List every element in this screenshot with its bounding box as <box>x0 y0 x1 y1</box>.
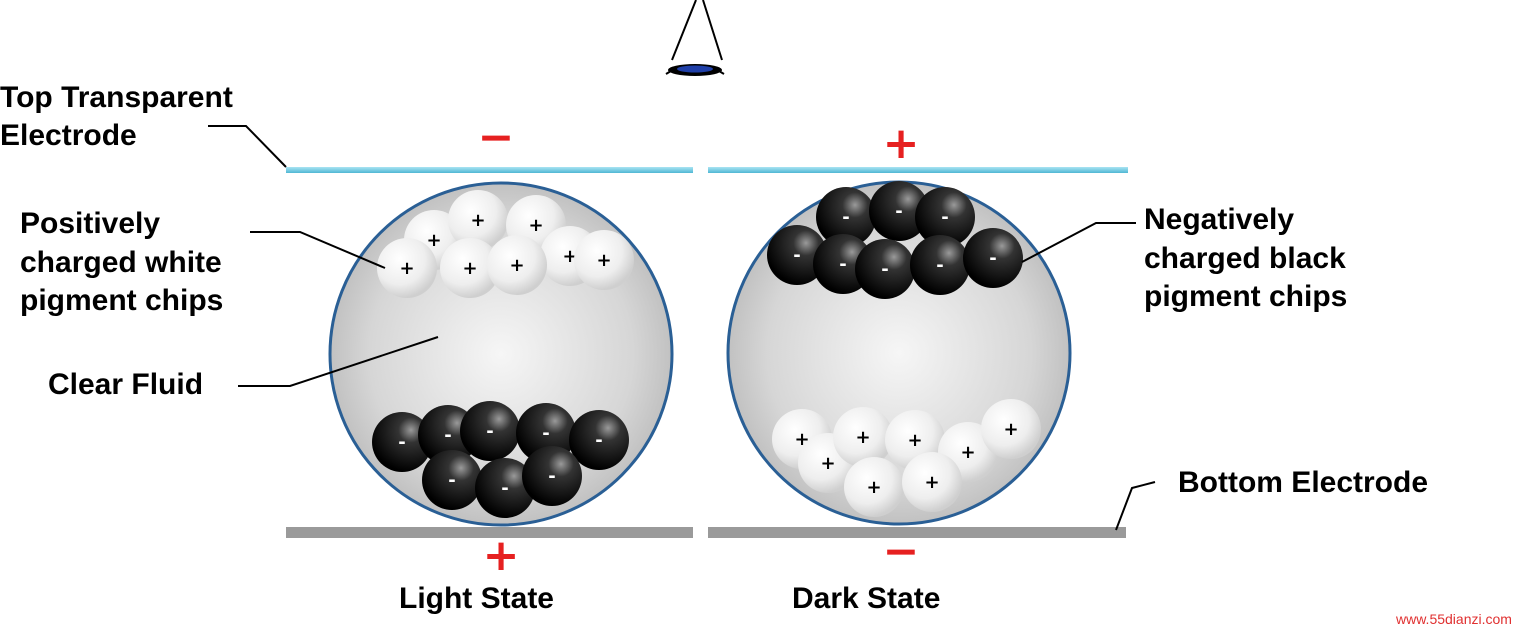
leader-fluid <box>238 336 439 387</box>
black-pigment-chip <box>767 225 827 285</box>
white-pigment-chip <box>377 238 437 298</box>
eye-icon <box>665 0 725 76</box>
label-top-electrode-1: Top Transparent <box>0 81 233 114</box>
label-top-electrode-2: Electrode <box>0 119 137 152</box>
negative-charge-sign: - <box>989 248 996 269</box>
black-pigment-chip <box>475 458 535 518</box>
leader-bottom-electrode <box>1115 481 1156 531</box>
positive-charge-sign: + <box>855 427 870 448</box>
positive-charge-sign: + <box>528 215 543 236</box>
label-white-chips-3: pigment chips <box>20 284 223 317</box>
leader-black-chips <box>1021 222 1136 263</box>
white-pigment-chip <box>448 190 508 250</box>
negative-charge-sign: - <box>542 423 549 444</box>
negative-charge-sign: - <box>398 432 405 453</box>
positive-charge-sign: + <box>562 246 577 267</box>
white-chip-group-light: ++++++++ <box>377 190 634 298</box>
black-pigment-chip <box>422 450 482 510</box>
label-light-state: Light State <box>399 582 554 615</box>
negative-charge-sign: - <box>839 254 846 275</box>
top-electrode-dark <box>708 167 1128 173</box>
negative-charge-sign: - <box>548 466 555 487</box>
black-chip-group-dark: - - - - - - - - <box>767 181 1023 299</box>
negative-charge-sign: - <box>895 201 902 222</box>
white-pigment-chip <box>902 452 962 512</box>
white-pigment-chip <box>487 235 547 295</box>
positive-charge-sign: + <box>820 453 835 474</box>
polarity-dark-bottom: − <box>883 526 920 577</box>
leader-white-chips <box>250 231 386 269</box>
black-pigment-chip <box>910 235 970 295</box>
black-chip-group-light: - - - - - - - - <box>372 401 629 518</box>
polarity-dark-top: + <box>883 118 920 169</box>
negative-charge-sign: - <box>444 425 451 446</box>
polarity-light-bottom: + <box>483 530 520 581</box>
black-pigment-chip <box>569 410 629 470</box>
positive-charge-sign: + <box>924 472 939 493</box>
label-bottom-electrode: Bottom Electrode <box>1178 466 1428 499</box>
label-black-chips-3: pigment chips <box>1144 280 1347 313</box>
black-pigment-chip <box>915 187 975 247</box>
negative-charge-sign: - <box>881 259 888 280</box>
positive-charge-sign: + <box>509 255 524 276</box>
watermark: www.55dianzi.com <box>1395 611 1512 627</box>
positive-charge-sign: + <box>866 477 881 498</box>
negative-charge-sign: - <box>595 430 602 451</box>
black-pigment-chip <box>522 446 582 506</box>
negative-charge-sign: - <box>448 470 455 491</box>
positive-charge-sign: + <box>399 258 414 279</box>
label-white-chips-2: charged white <box>20 246 222 279</box>
black-pigment-chip <box>460 401 520 461</box>
negative-charge-sign: - <box>486 421 493 442</box>
white-pigment-chip <box>981 399 1041 459</box>
label-black-chips-2: charged black <box>1144 242 1346 275</box>
positive-charge-sign: + <box>1003 419 1018 440</box>
negative-charge-sign: - <box>793 245 800 266</box>
black-pigment-chip <box>855 239 915 299</box>
leader-top-electrode <box>208 125 287 168</box>
black-pigment-chip <box>963 228 1023 288</box>
positive-charge-sign: + <box>907 430 922 451</box>
white-pigment-chip <box>844 457 904 517</box>
white-pigment-chip <box>574 230 634 290</box>
white-pigment-chip <box>440 238 500 298</box>
negative-charge-sign: - <box>842 207 849 228</box>
bottom-electrode-dark <box>708 527 1126 538</box>
positive-charge-sign: + <box>596 250 611 271</box>
positive-charge-sign: + <box>470 210 485 231</box>
negative-charge-sign: - <box>936 255 943 276</box>
negative-charge-sign: - <box>501 478 508 499</box>
negative-charge-sign: - <box>941 207 948 228</box>
positive-charge-sign: + <box>462 258 477 279</box>
label-dark-state: Dark State <box>792 582 940 615</box>
black-pigment-chip <box>816 187 876 247</box>
black-pigment-chip <box>372 412 432 472</box>
black-pigment-chip <box>869 181 929 241</box>
top-electrode-light <box>286 167 693 173</box>
label-black-chips-1: Negatively <box>1144 203 1294 236</box>
white-chip-group-dark: ++++++++ <box>772 399 1041 517</box>
bottom-electrode-light <box>286 527 693 538</box>
label-white-chips-1: Positively <box>20 207 160 240</box>
white-pigment-chip <box>833 407 893 467</box>
positive-charge-sign: + <box>426 230 441 251</box>
label-fluid: Clear Fluid <box>48 368 203 401</box>
positive-charge-sign: + <box>960 442 975 463</box>
polarity-light-top: − <box>478 112 515 163</box>
